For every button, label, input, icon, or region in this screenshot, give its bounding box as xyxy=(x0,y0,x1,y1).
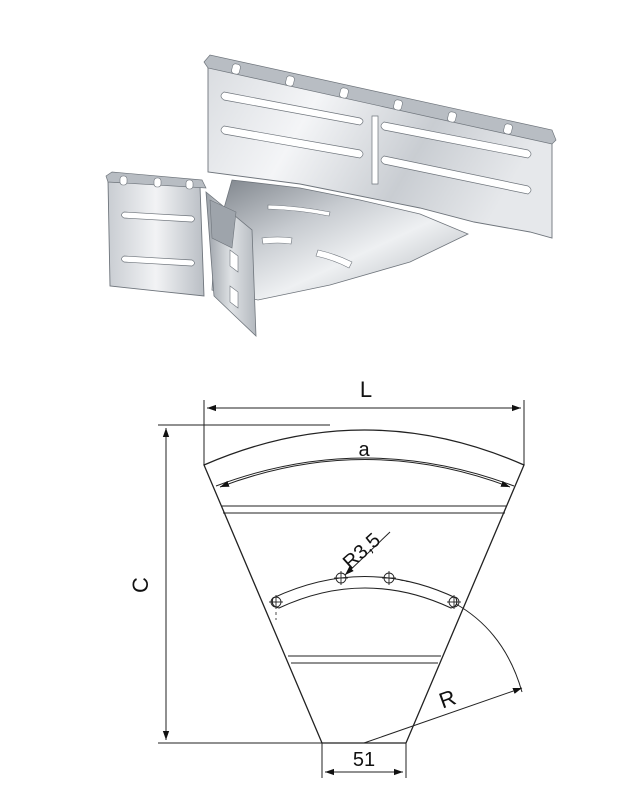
label-R: R xyxy=(436,684,459,713)
front-side-panel xyxy=(107,179,205,297)
front-panel-notches xyxy=(119,175,194,190)
lower-stiffener-lines xyxy=(288,655,441,664)
radius-leader xyxy=(363,687,523,744)
r35-leader xyxy=(344,531,391,576)
dimension-L xyxy=(203,400,525,465)
center-marks xyxy=(275,579,411,620)
front-panel-slots xyxy=(121,211,195,267)
dimension-a xyxy=(219,459,511,488)
corner-flap-inner xyxy=(209,199,237,249)
upper-stiffener-lines xyxy=(221,505,507,514)
label-R3-5: R3,5 xyxy=(339,529,385,574)
inner-arc xyxy=(215,457,515,487)
radius-arc xyxy=(455,603,523,693)
slot-hole-markers xyxy=(269,571,461,609)
base-slots xyxy=(261,204,353,269)
label-a: a xyxy=(358,439,370,461)
curved-slot xyxy=(271,575,458,609)
label-L: L xyxy=(360,377,372,402)
fan-outline xyxy=(203,429,525,744)
dimension-C xyxy=(158,424,330,744)
label-51: 51 xyxy=(353,749,375,771)
corner-flap-slots xyxy=(229,249,239,309)
technical-drawing xyxy=(158,400,525,778)
dimension-51 xyxy=(321,743,407,778)
label-C: C xyxy=(128,577,153,593)
back-side-panel xyxy=(207,59,553,239)
back-panel-notches xyxy=(231,63,513,135)
back-panel-slots xyxy=(220,91,532,195)
product-3d-view xyxy=(105,54,557,337)
